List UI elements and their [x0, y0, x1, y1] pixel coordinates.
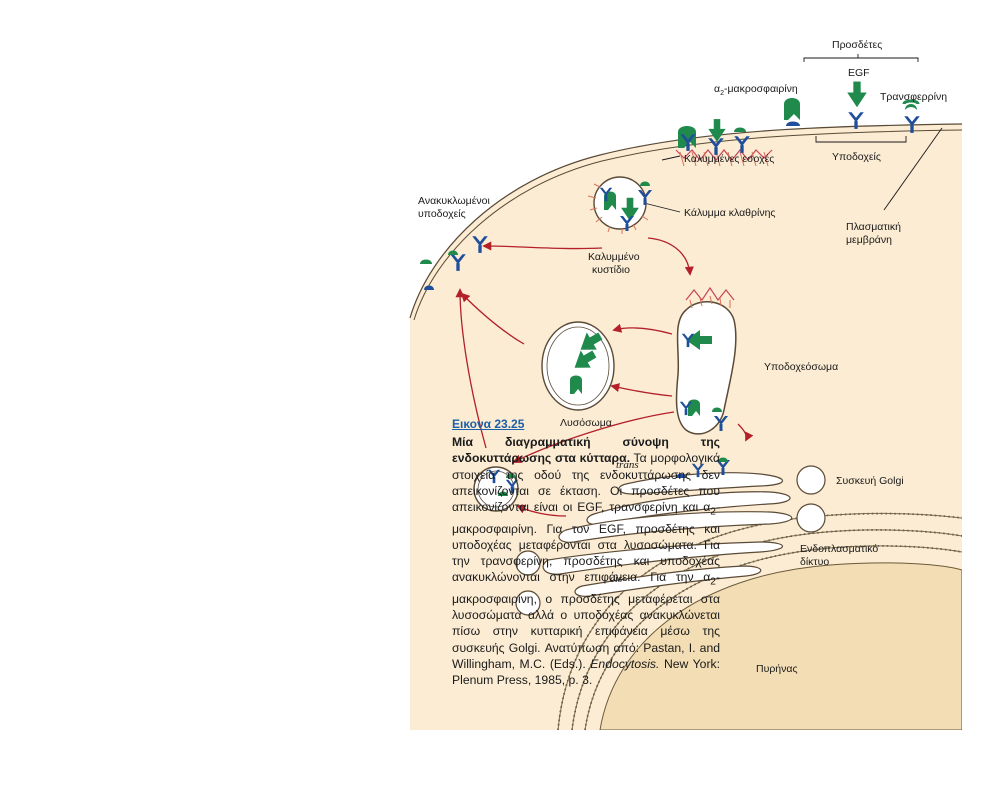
egf-icon [847, 81, 867, 108]
label-recycled-receptors-2: υποδοχείς [418, 208, 466, 220]
lysosome [541, 321, 615, 411]
label-coated-vesicle: Καλυμμένο [588, 251, 640, 263]
label-transferrin: Τρανσφερρίνη [880, 91, 947, 103]
diagram-labels: Προσδέτες α2-μακροσφαιρίνη EGF Τρανσφερρ… [418, 39, 947, 675]
caption-text: Μία διαγραμματική σύνοψη της ενδοκυττάρω… [452, 434, 720, 688]
recycled-receptors [420, 236, 488, 290]
caption-sub-2: 2 [710, 576, 716, 588]
label-nucleus: Πυρήνας [756, 663, 798, 675]
golgi-apparatus [515, 465, 826, 616]
transferrin-icon [905, 104, 917, 110]
pathway-arrows [455, 237, 754, 517]
label-coated-vesicle-2: κυστίδιο [592, 264, 630, 276]
label-a2-macroglobulin: α2-μακροσφαιρίνη [714, 83, 798, 97]
a2-macroglobulin-in-pit [678, 126, 696, 148]
label-cis: cis [610, 573, 622, 585]
brackets [643, 54, 943, 213]
label-golgi: Συσκευή Golgi [836, 475, 904, 487]
recycling-vesicle [473, 466, 519, 512]
caption-body-1: Τα μορφολογικά στοιχεία της οδού της ενδ… [452, 451, 720, 515]
label-er: Ενδοπλασματικό [800, 543, 878, 555]
coated-vesicle [587, 176, 652, 234]
figure-number: Εικονα 23.25 [452, 417, 525, 431]
clathrin-coat [675, 149, 773, 161]
golgi-receptors [676, 457, 730, 478]
label-receptors: Υποδοχείς [832, 151, 881, 163]
label-plasma-membrane: Πλασματική [846, 221, 901, 233]
receptosome-clathrin [685, 286, 735, 302]
label-lysosome: Λυσόσωμα [560, 417, 612, 429]
label-er-2: δίκτυο [800, 556, 829, 568]
label-plasma-membrane-2: μεμβράνη [846, 234, 892, 246]
label-egf: EGF [848, 67, 870, 79]
coated-pits [675, 119, 773, 167]
ligands-outside [784, 81, 920, 133]
a2-macroglobulin-icon [784, 98, 800, 120]
caption-sub-1: 2 [710, 506, 716, 518]
caption-title: Μία διαγραμματική σύνοψη της ενδοκυττάρω… [452, 435, 720, 466]
label-ligands: Προσδέτες [832, 39, 882, 51]
label-clathrin-coat: Κάλυμμα κλαθρίνης [684, 207, 775, 219]
label-receptosome: Υποδοχεόσωμα [764, 361, 838, 373]
caption-body-3: -μακροσφαιρίνη, ο προσδέτης μεταφέρεται … [452, 570, 720, 671]
label-coated-pits: Καλυμμένες εσοχές [684, 153, 774, 165]
figure-caption: Εικονα 23.25 Μία διαγραμματική σύνοψη τη… [452, 416, 720, 688]
caption-book-title: Endocytosis. [590, 656, 660, 671]
caption-body-4: New York: Plenum Press, 1985, p. 3. [452, 656, 720, 687]
label-recycled-receptors: Ανακυκλωμένοι [418, 195, 490, 207]
label-trans: trans [616, 459, 639, 471]
caption-body-2: -μακροσφαιρίνη. Για τον EGF, προσδέτης κ… [452, 500, 720, 585]
nucleus [599, 562, 962, 730]
receptosome [675, 286, 737, 435]
